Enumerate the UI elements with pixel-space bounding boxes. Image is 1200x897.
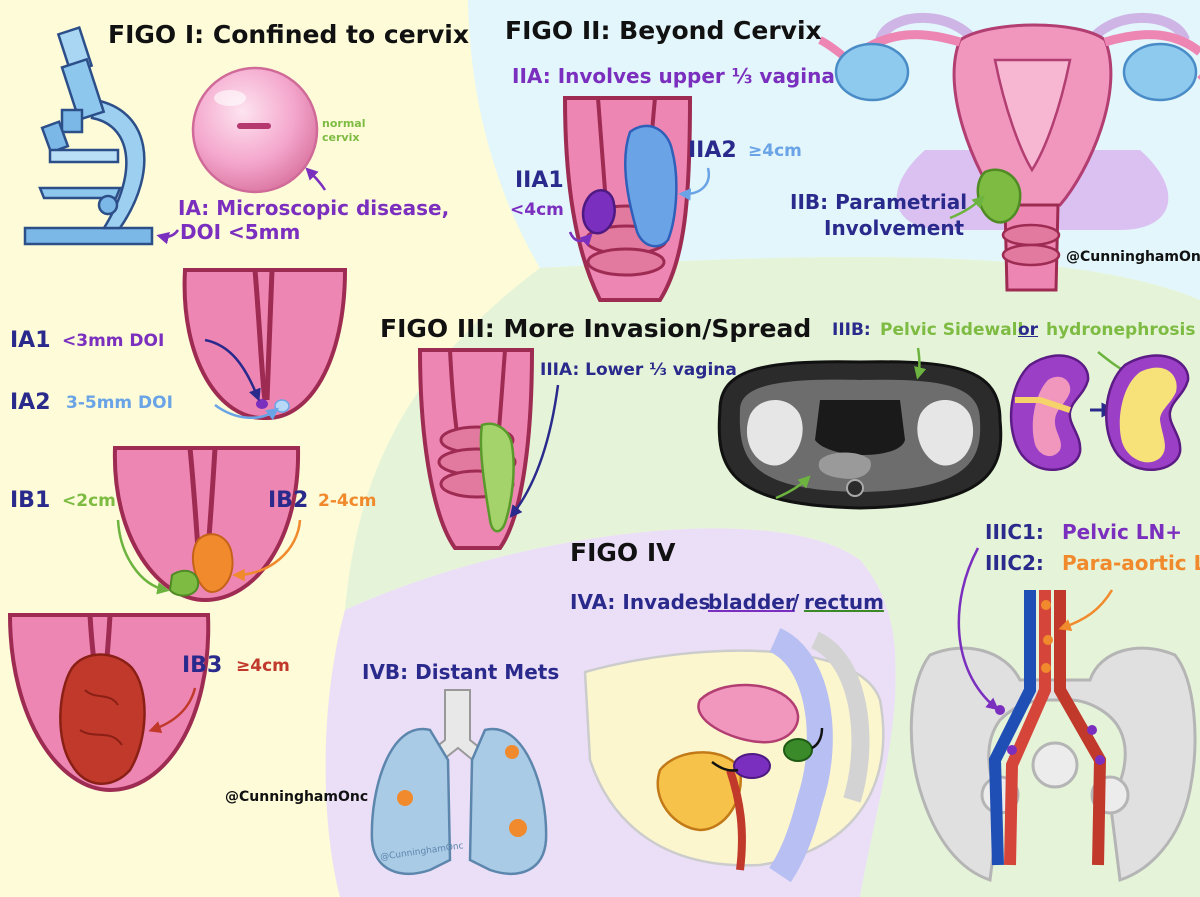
iva-prefix: IVA: Invades [570, 590, 711, 614]
iiib-hydro: hydronephrosis [1046, 320, 1196, 340]
iiib-prefix: IIIB: [832, 320, 871, 340]
cervix-ia-diagram [182, 268, 348, 421]
ia1-label: IA1 [10, 328, 51, 353]
iiic2-label: IIIC2: [985, 551, 1044, 575]
arrow-iiib-sidewall [914, 347, 927, 380]
iib-label-2: Involvement [824, 216, 965, 240]
iia-label: IIA: Involves upper ⅓ vagina [512, 64, 835, 88]
arrow-iib [949, 195, 985, 220]
cervix-iiia-diagram [417, 348, 535, 550]
ib1-detail: <2cm [62, 491, 116, 511]
cervix-ib3-diagram [7, 613, 211, 793]
cervix-iia-diagram [562, 96, 693, 302]
ia1-detail: <3mm DOI [62, 331, 165, 351]
iiib-or: or [1018, 320, 1039, 340]
iiib-sidewall: Pelvic Sidewall [880, 320, 1024, 340]
ia2-label: IA2 [10, 390, 51, 415]
iiic2-detail: Para-aortic LN+ [1062, 551, 1200, 575]
iiic1-label: IIIC1: [985, 520, 1044, 544]
arrow-iva-bladder [711, 760, 739, 772]
stage4-handle: @CunninghamOnc [225, 789, 369, 805]
arrow-iiia [509, 384, 560, 518]
lungs-diagram [370, 689, 548, 875]
stage1-title: FIGO I: Confined to cervix [108, 20, 469, 49]
ib1-label: IB1 [10, 488, 51, 513]
iiia-label: IIIA: Lower ⅓ vagina [540, 360, 737, 380]
ia2-detail: 3-5mm DOI [66, 393, 173, 413]
arrow-iia1 [568, 231, 593, 247]
stage3-title: FIGO III: More Invasion/Spread [380, 314, 812, 343]
normal-cervix-label-2: cervix [322, 131, 360, 144]
iva-slash: / [792, 590, 800, 614]
arrow-iiib-ct [775, 475, 811, 500]
arrow-iiic2 [1058, 589, 1114, 632]
hydronephrosis-kidney-icon [1105, 354, 1190, 471]
ct-scan-pelvis [717, 360, 1003, 510]
stage2-title: FIGO II: Beyond Cervix [505, 16, 822, 45]
iib-label-1: IIB: Parametrial [790, 190, 968, 214]
arrow-iia2 [678, 167, 711, 201]
sagittal-pelvis-diagram [583, 628, 885, 883]
iia2-detail: ≥4cm [748, 141, 802, 161]
iva-rectum: rectum [804, 590, 884, 614]
ib2-detail: 2-4cm [318, 491, 377, 511]
arrow-ib3 [148, 687, 197, 734]
pelvis-lymph-node-diagram [909, 590, 1197, 883]
microscope-icon [23, 26, 154, 246]
arrow-ib2 [232, 519, 302, 582]
cervix-ib1-ib2-diagram [112, 446, 301, 603]
normal-cervix-sphere [191, 66, 319, 194]
ib3-label: IB3 [182, 653, 223, 678]
stage2-handle: @CunninghamOnc [1066, 249, 1200, 265]
ia-label-1: IA: Microscopic disease, [178, 196, 450, 220]
iva-bladder: bladder [708, 590, 795, 614]
normal-kidney-icon [1009, 354, 1090, 471]
stage4-title: FIGO IV [570, 538, 676, 567]
iiic1-detail: Pelvic LN+ [1062, 520, 1183, 544]
arrow-normal-to-ia [305, 167, 327, 191]
ia-label-2: DOI <5mm [180, 220, 301, 244]
arrow-ia-to-microscope [156, 229, 180, 245]
normal-cervix-label-1: normal [322, 117, 366, 130]
arrow-ia2 [214, 403, 280, 421]
iia2-label: IIA2 [688, 138, 737, 163]
ib3-detail: ≥4cm [236, 656, 290, 676]
arrow-iva-rectum [811, 727, 824, 750]
arrow-ia1 [204, 338, 261, 402]
iia1-detail: <4cm [510, 200, 564, 220]
iia1-label: IIA1 [515, 168, 564, 193]
arrow-iiic1 [957, 547, 999, 711]
arrow-ib1 [116, 519, 170, 595]
ib2-label: IB2 [268, 488, 309, 513]
ivb-label: IVB: Distant Mets [362, 660, 560, 684]
